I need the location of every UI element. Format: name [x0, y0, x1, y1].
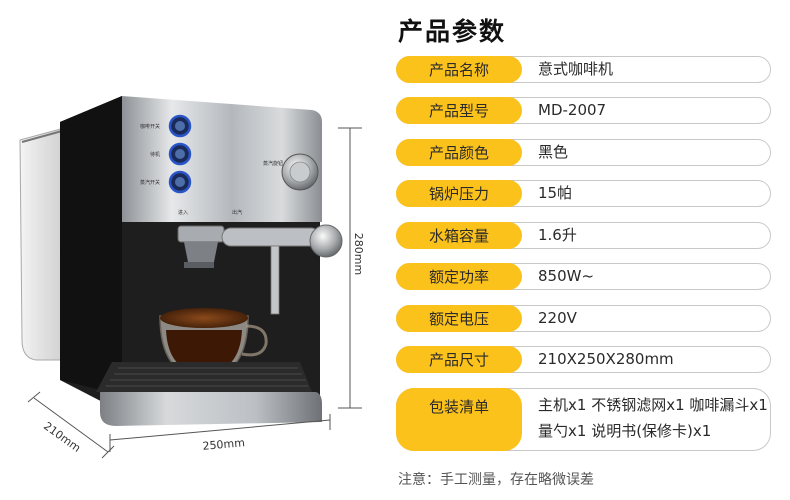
water-tank [19, 127, 65, 361]
spec-value: 15帕 [538, 184, 573, 202]
spec-label: 产品尺寸 [396, 345, 522, 373]
spec-panel: 产品参数 产品名称 意式咖啡机 产品型号 MD-2007 产品颜色 黑色 锅炉压… [396, 0, 776, 496]
spec-label: 额定电压 [396, 304, 522, 332]
spec-value: 210X250X280mm [538, 350, 674, 368]
button-label-1: 咖啡开关 [140, 123, 160, 130]
drip-tray [96, 362, 312, 392]
spec-title: 产品参数 [398, 17, 507, 46]
spec-row-voltage: 额定电压 220V [396, 304, 771, 332]
base-plate [100, 392, 322, 426]
depth-dimension: 210mm [41, 419, 83, 454]
product-illustration: 咖啡开关 待机 蒸汽开关 蒸汽旋钮 进入 出汽 [0, 0, 380, 496]
spec-label: 产品名称 [396, 55, 522, 83]
spec-label: 额定功率 [396, 262, 522, 290]
group-head [177, 225, 225, 243]
water-in-label: 进入 [178, 209, 188, 216]
spec-value: 220V [538, 309, 577, 327]
spec-row-power: 额定功率 850W~ [396, 262, 771, 290]
knob-label: 蒸汽旋钮 [263, 160, 283, 167]
steam-wand-arm [221, 227, 321, 247]
spec-row-pressure: 锅炉压力 15帕 [396, 179, 771, 207]
steam-out-label: 出汽 [232, 209, 242, 216]
spec-label: 包装清单 [396, 387, 522, 451]
spec-value: 意式咖啡机 [538, 60, 614, 78]
spec-row-color: 产品颜色 黑色 [396, 138, 771, 166]
spec-row-size: 产品尺寸 210X250X280mm [396, 345, 771, 373]
button-group [168, 114, 192, 194]
espresso-machine-image: 咖啡开关 待机 蒸汽开关 蒸汽旋钮 进入 出汽 [19, 96, 365, 459]
spec-value: 1.6升 [538, 226, 577, 244]
spec-value: MD-2007 [538, 101, 607, 119]
button-label-2: 待机 [150, 151, 160, 158]
spec-row-model: 产品型号 MD-2007 [396, 96, 771, 124]
button-label-3: 蒸汽开关 [140, 179, 160, 186]
spec-label: 水箱容量 [396, 221, 522, 249]
steam-wand [270, 245, 280, 315]
packing-line-1: 主机x1 不锈钢滤网x1 咖啡漏斗x1 [538, 396, 768, 414]
spec-row-tank: 水箱容量 1.6升 [396, 221, 771, 249]
spec-label: 产品型号 [396, 96, 522, 124]
spec-footnote: 注意：手工测量，存在略微误差 [398, 472, 594, 488]
spec-label: 产品颜色 [396, 138, 522, 166]
spec-row-packing: 包装清单 主机x1 不锈钢滤网x1 咖啡漏斗x1 量勺x1 说明书(保修卡)x1 [396, 387, 771, 451]
spec-value: 850W~ [538, 267, 595, 285]
packing-line-2: 量勺x1 说明书(保修卡)x1 [538, 422, 712, 440]
spec-label: 锅炉压力 [396, 179, 522, 207]
height-dimension: 280mm [352, 233, 365, 275]
spec-row-name: 产品名称 意式咖啡机 [396, 55, 771, 83]
spec-value: 黑色 [538, 143, 569, 161]
width-dimension: 250mm [202, 436, 245, 453]
